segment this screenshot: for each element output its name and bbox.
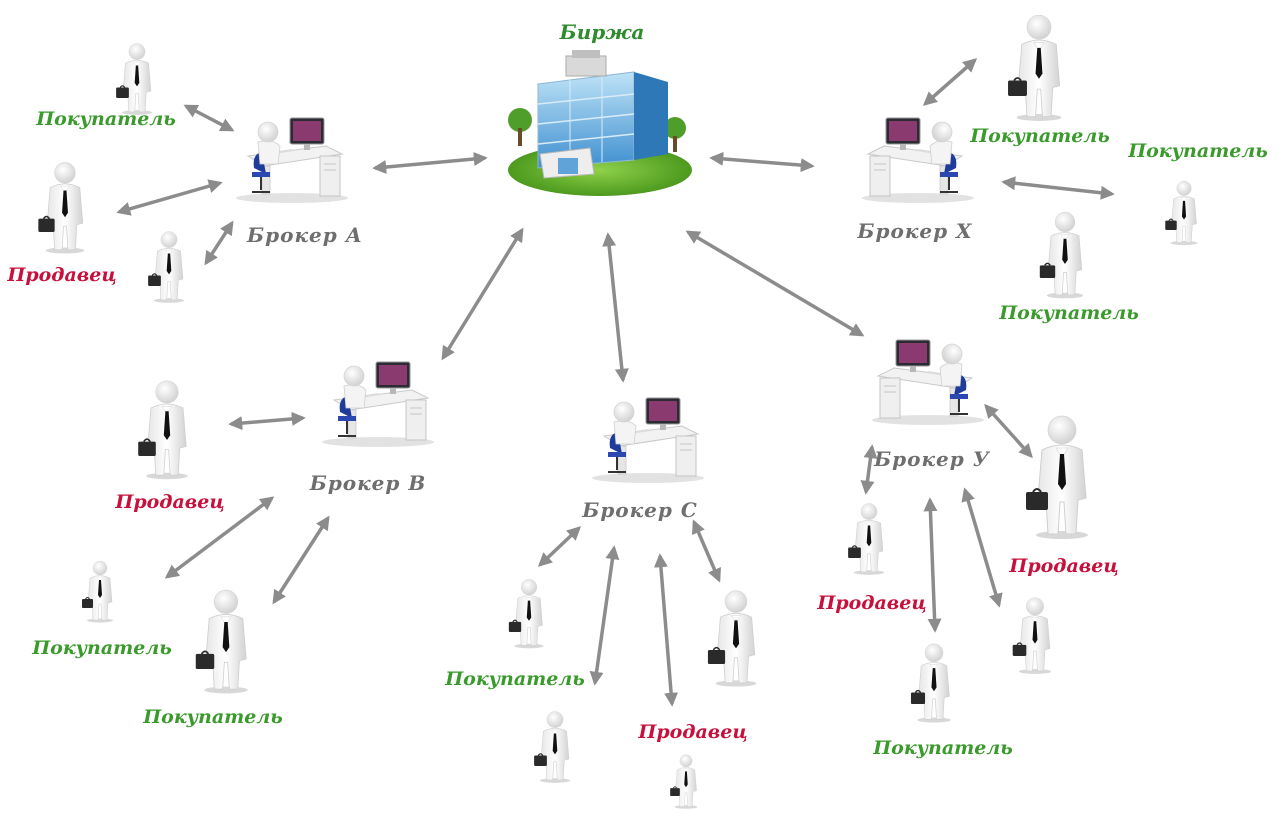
- buyer-person-icon: [147, 230, 185, 304]
- buyer-label: Покупатель: [999, 302, 1139, 324]
- seller-label: Продавец: [115, 491, 225, 513]
- arrow: [272, 515, 330, 605]
- seller-person-icon: [1012, 597, 1052, 675]
- arrow: [602, 232, 629, 383]
- broker-x-label: Брокер Х: [857, 219, 973, 243]
- buyer-label: Покупатель: [32, 637, 172, 659]
- broker-x-workstation-icon: [861, 117, 975, 204]
- buyer-person-icon: [81, 560, 114, 623]
- exchange-label: Биржа: [559, 20, 645, 44]
- arrow: [183, 104, 235, 132]
- seller-label: Продавец: [817, 592, 927, 614]
- seller-person-icon: [847, 502, 885, 576]
- buyer-label: Покупатель: [873, 737, 1013, 759]
- buyer-person-icon: [1007, 14, 1063, 122]
- arrow: [441, 227, 524, 361]
- seller-person-icon: [669, 754, 698, 810]
- broker-b-label: Брокер В: [309, 471, 427, 495]
- broker-b-workstation-icon: [321, 361, 435, 448]
- broker-y-workstation-icon: [871, 339, 985, 426]
- arrow: [860, 444, 878, 495]
- arrow: [116, 179, 223, 216]
- arrow: [372, 152, 488, 174]
- arrow: [204, 220, 234, 266]
- arrow: [709, 151, 815, 173]
- buyer-person-icon: [533, 710, 571, 784]
- arrow: [164, 496, 275, 579]
- buyer-label: Покупатель: [143, 706, 283, 728]
- broker-a-workstation-icon: [235, 117, 349, 204]
- buyer-label: Покупатель: [1128, 140, 1268, 162]
- arrow: [1001, 176, 1115, 200]
- seller-label: Продавец: [1009, 555, 1119, 577]
- arrow: [589, 545, 620, 686]
- arrow: [685, 230, 865, 337]
- connection-arrows: [116, 58, 1115, 707]
- broker-a-label: Брокер А: [247, 223, 363, 247]
- buyer-label: Покупатель: [445, 668, 585, 690]
- broker-c-label: Брокер С: [582, 498, 698, 522]
- exchange-building-icon: [508, 50, 692, 196]
- arrow: [692, 519, 721, 583]
- seller-person-icon: [707, 589, 758, 688]
- arrow: [537, 526, 582, 567]
- buyer-person-icon: [1039, 211, 1084, 299]
- buyer-label: Покупатель: [36, 108, 176, 130]
- broker-c-workstation-icon: [591, 397, 705, 484]
- broker-y-label: Брокер У: [874, 447, 990, 471]
- arrow: [961, 487, 1003, 608]
- buyer-label: Покупатель: [970, 125, 1110, 147]
- seller-label: Продавец: [638, 721, 748, 743]
- seller-person-icon: [137, 379, 189, 481]
- arrow: [653, 553, 679, 707]
- seller-person-icon: [37, 161, 85, 255]
- arrow: [228, 411, 306, 431]
- buyer-person-icon: [194, 589, 249, 695]
- arrow: [922, 58, 978, 106]
- arrow: [923, 497, 942, 633]
- arrow: [984, 403, 1033, 459]
- buyer-person-icon: [910, 643, 952, 724]
- buyer-person-icon: [115, 42, 153, 116]
- buyer-person-icon: [1164, 180, 1199, 246]
- seller-person-icon: [1025, 415, 1089, 540]
- seller-label: Продавец: [7, 264, 117, 286]
- buyer-person-icon: [508, 578, 545, 649]
